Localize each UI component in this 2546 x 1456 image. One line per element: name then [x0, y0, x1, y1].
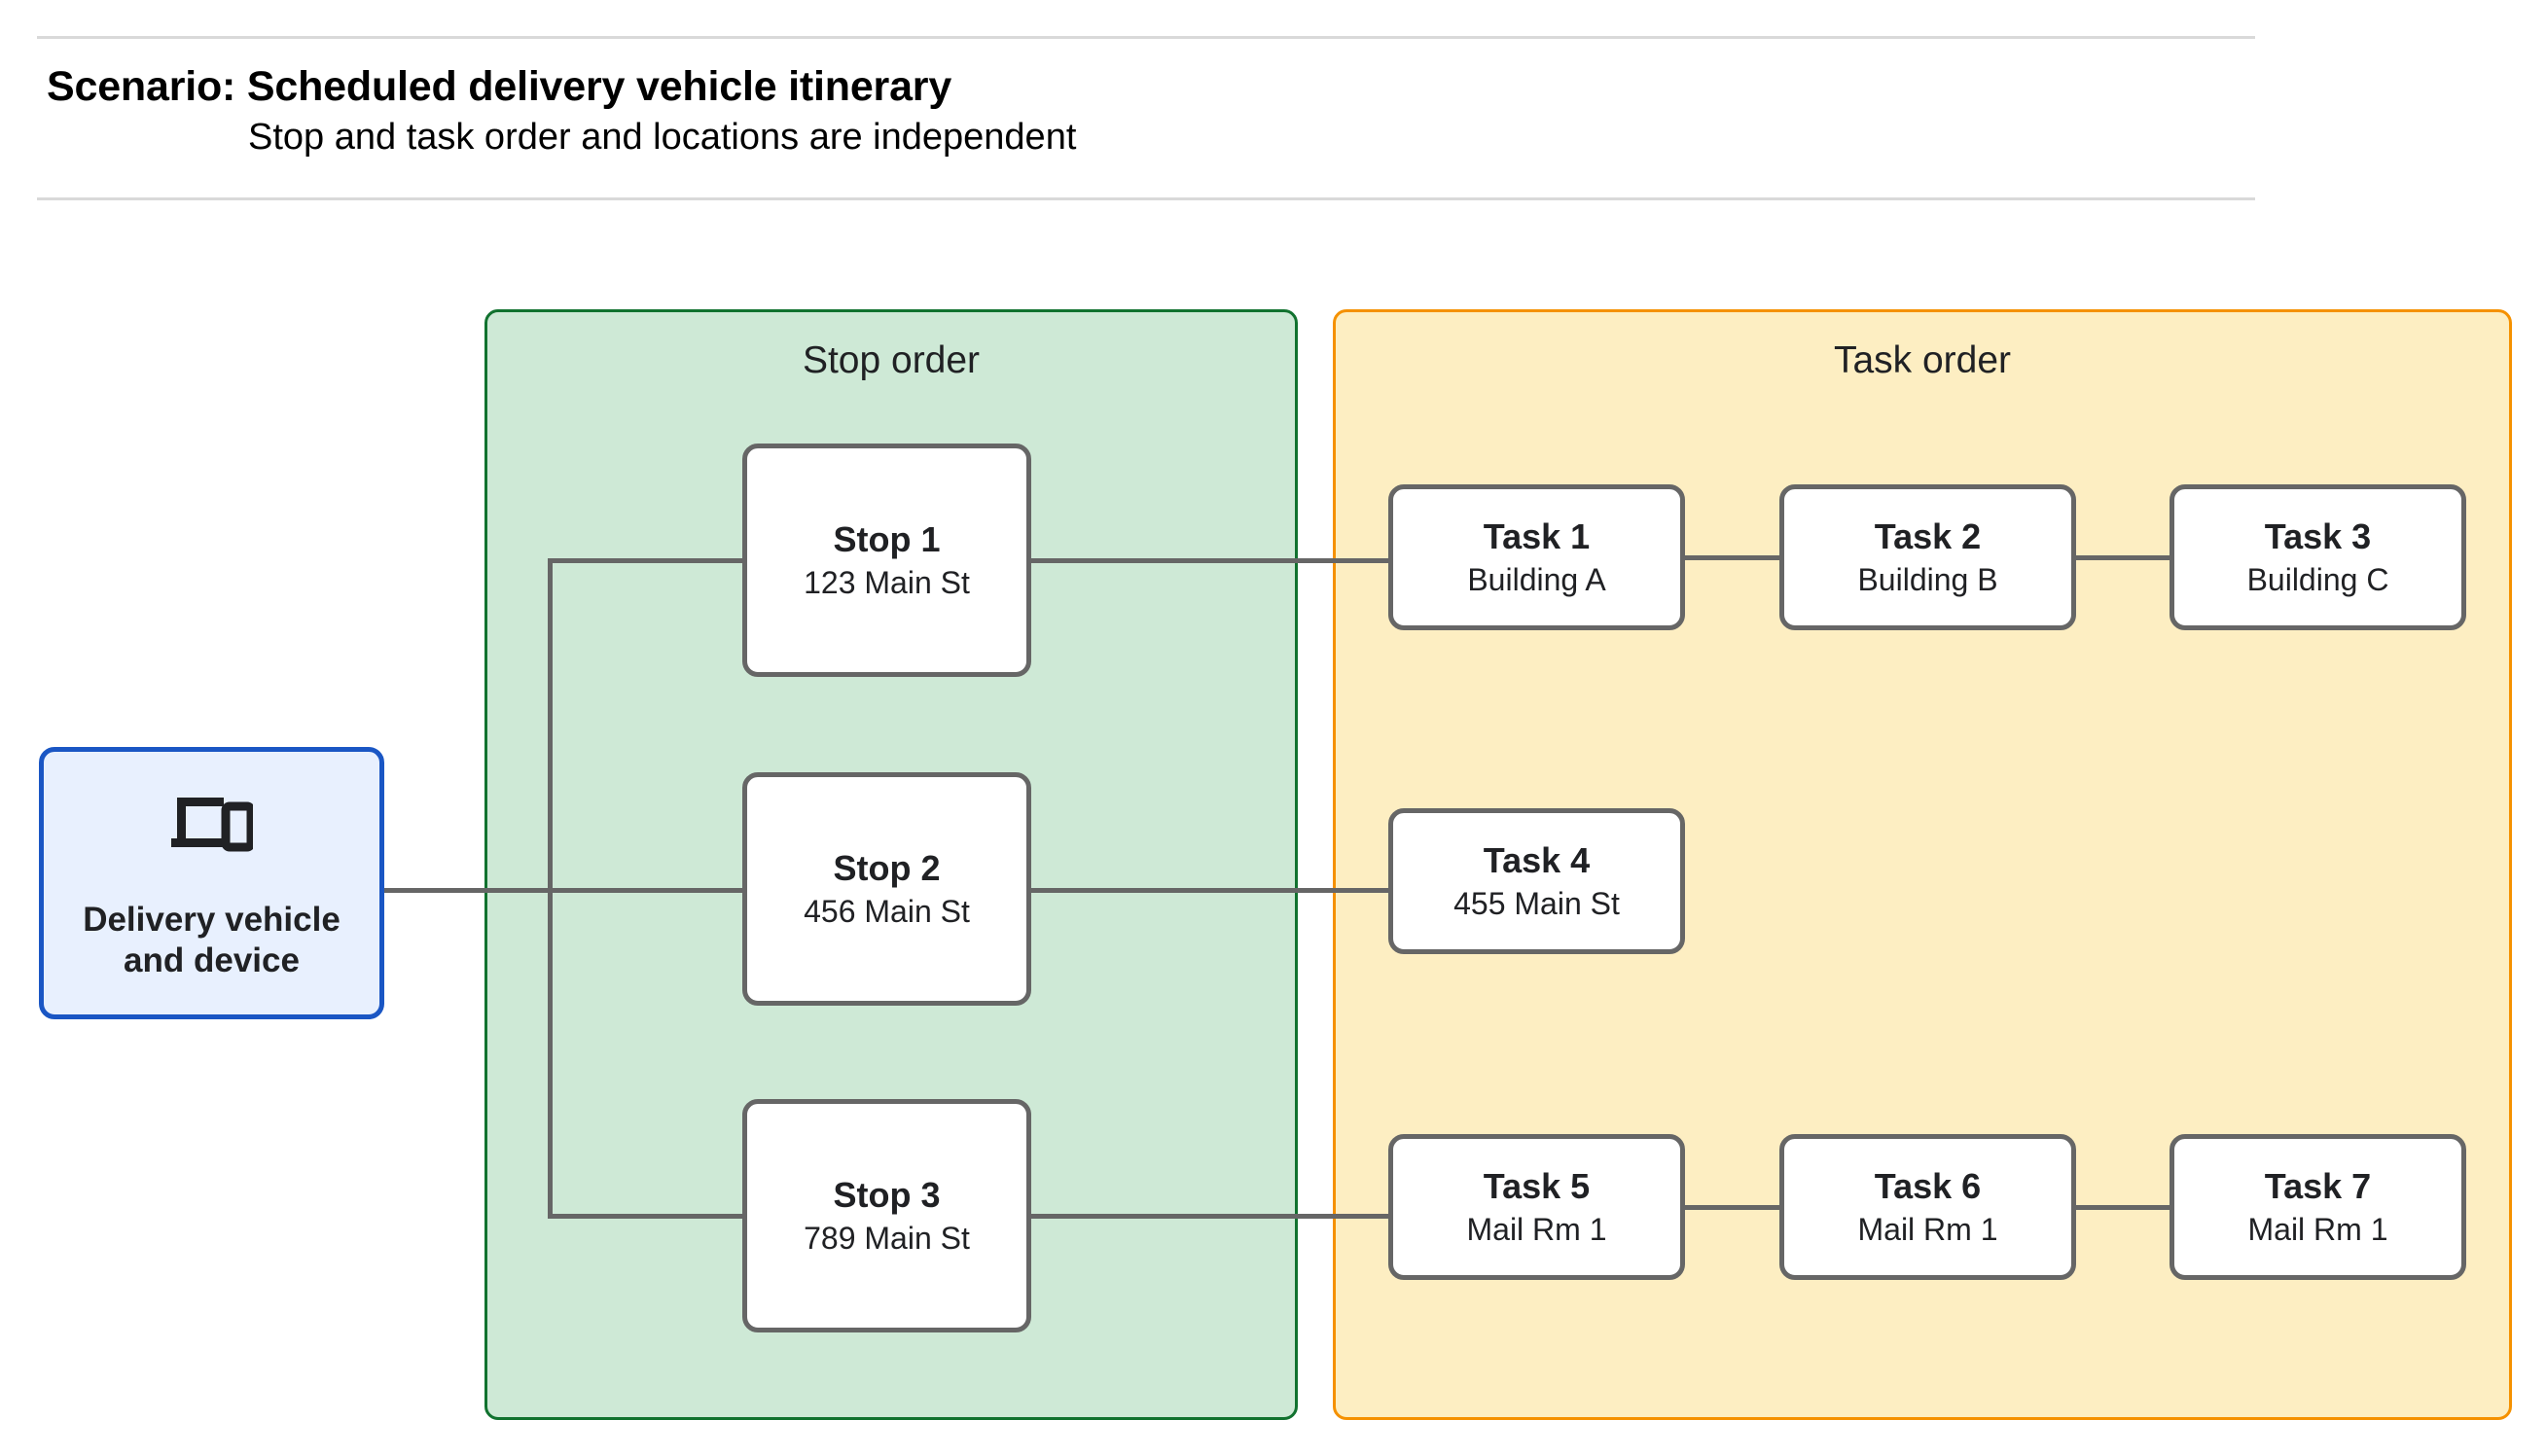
connector-trunk-to-stop-3 [548, 1214, 747, 1219]
connector-stop-1-to-task-1 [1026, 558, 1394, 563]
task-node-5[interactable]: Task 5 Mail Rm 1 [1388, 1134, 1685, 1280]
task-node-3-title: Task 3 [2264, 515, 2372, 556]
stop-node-2-location: 456 Main St [804, 894, 970, 930]
connector-vehicle-to-trunk [384, 888, 552, 893]
stop-node-3-title: Stop 3 [833, 1174, 941, 1215]
task-node-4[interactable]: Task 4 455 Main St [1388, 808, 1685, 954]
task-order-panel-title: Task order [1833, 339, 2012, 381]
task-node-1[interactable]: Task 1 Building A [1388, 484, 1685, 630]
stop-node-1-location: 123 Main St [804, 565, 970, 601]
task-node-4-title: Task 4 [1483, 839, 1591, 880]
connector-task-6-to-task-7 [2071, 1205, 2175, 1210]
task-node-5-title: Task 5 [1483, 1165, 1591, 1206]
devices-icon [170, 794, 255, 859]
task-node-2[interactable]: Task 2 Building B [1779, 484, 2076, 630]
connector-task-2-to-task-3 [2071, 555, 2175, 560]
task-node-4-location: 455 Main St [1453, 886, 1620, 922]
task-node-3[interactable]: Task 3 Building C [2169, 484, 2466, 630]
header-divider-bottom [37, 197, 2255, 200]
task-node-7-location: Mail Rm 1 [2247, 1212, 2388, 1248]
connector-stop-2-to-task-4 [1026, 888, 1394, 893]
delivery-vehicle-node[interactable]: Delivery vehicle and device [39, 747, 384, 1019]
delivery-vehicle-label: Delivery vehicle and device [83, 900, 341, 979]
task-node-2-location: Building B [1857, 562, 1998, 598]
stop-node-2-title: Stop 2 [833, 847, 941, 888]
task-node-5-location: Mail Rm 1 [1466, 1212, 1607, 1248]
task-node-7[interactable]: Task 7 Mail Rm 1 [2169, 1134, 2466, 1280]
stop-node-2[interactable]: Stop 2 456 Main St [742, 772, 1031, 1006]
task-node-7-title: Task 7 [2264, 1165, 2372, 1206]
stop-node-3[interactable]: Stop 3 789 Main St [742, 1099, 1031, 1332]
task-node-6-title: Task 6 [1874, 1165, 1982, 1206]
page-subtitle: Stop and task order and locations are in… [248, 117, 1077, 158]
stop-order-panel-title: Stop order [802, 339, 981, 381]
connector-trunk-vertical [548, 558, 553, 1216]
connector-trunk-to-stop-2 [548, 888, 747, 893]
stop-node-1[interactable]: Stop 1 123 Main St [742, 444, 1031, 677]
stop-node-1-title: Stop 1 [833, 518, 941, 559]
task-node-6-location: Mail Rm 1 [1857, 1212, 1998, 1248]
task-node-2-title: Task 2 [1874, 515, 1982, 556]
task-node-3-location: Building C [2246, 562, 2389, 598]
task-node-1-title: Task 1 [1483, 515, 1591, 556]
header-divider-top [37, 36, 2255, 39]
stop-node-3-location: 789 Main St [804, 1221, 970, 1257]
page-title: Scenario: Scheduled delivery vehicle iti… [47, 63, 952, 110]
connector-task-5-to-task-6 [1680, 1205, 1784, 1210]
task-node-1-location: Building A [1467, 562, 1606, 598]
connector-trunk-to-stop-1 [548, 558, 747, 563]
task-node-6[interactable]: Task 6 Mail Rm 1 [1779, 1134, 2076, 1280]
connector-task-1-to-task-2 [1680, 555, 1784, 560]
connector-stop-3-to-task-5 [1026, 1214, 1394, 1219]
